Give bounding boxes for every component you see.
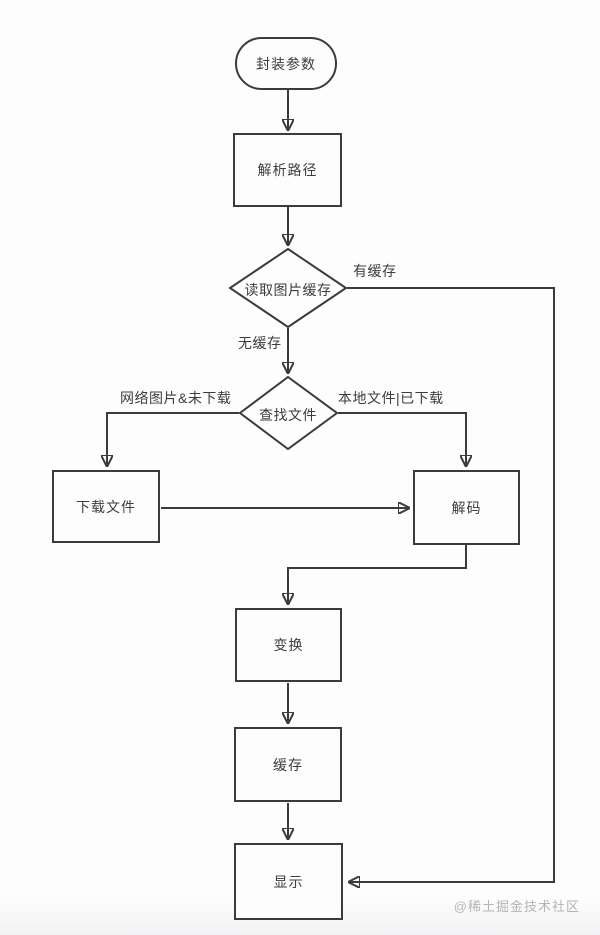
edge-label-network-not-downloaded: 网络图片&未下载 (120, 390, 232, 406)
edge-label-no-cache: 无缓存 (238, 335, 282, 351)
watermark: @稀土掘金技术社区 (453, 899, 580, 914)
node-cache-label: 缓存 (273, 756, 303, 773)
node-decode-label: 解码 (451, 499, 482, 516)
node-download-file-label: 下载文件 (76, 498, 136, 515)
node-parse-path: 解析路径 (233, 133, 342, 207)
node-cache: 缓存 (234, 727, 342, 802)
node-download-file: 下载文件 (52, 470, 160, 543)
node-read-cache-label: 读取图片缓存 (244, 282, 332, 298)
node-decode: 解码 (413, 470, 520, 545)
node-transform: 变换 (235, 608, 342, 682)
node-start-label: 封装参数 (256, 55, 316, 72)
node-find-file-label: 查找文件 (259, 407, 317, 423)
node-display: 显示 (234, 843, 343, 920)
node-parse-path-label: 解析路径 (257, 162, 318, 178)
node-transform-label: 变换 (273, 637, 304, 653)
edge-label-has-cache: 有缓存 (353, 263, 397, 279)
node-start: 封装参数 (235, 37, 337, 90)
decision-find-file-shape (238, 375, 339, 451)
edge-decode-to-transform (288, 545, 467, 604)
decision-read-cache-shape (228, 247, 348, 329)
edge-label-local-or-downloaded: 本地文件|已下载 (338, 390, 444, 406)
edge-hascache-to-display (347, 287, 555, 882)
edge-findfile-to-download (107, 412, 239, 466)
edge-findfile-to-decode (338, 412, 466, 466)
node-display-label: 显示 (273, 873, 304, 890)
